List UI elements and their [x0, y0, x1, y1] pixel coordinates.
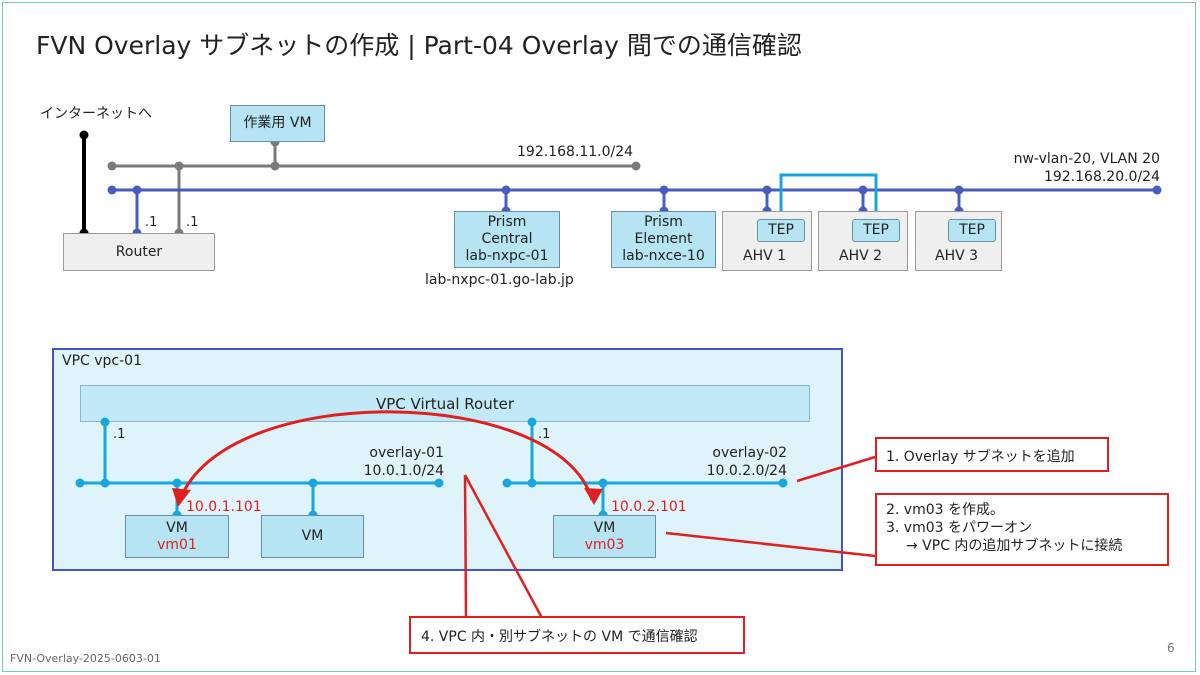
vm03-tap: [598, 478, 608, 488]
work-vm-label: 作業用 VM: [243, 115, 312, 132]
prism-element-name: lab-nxce-10: [622, 247, 705, 264]
vlan20-end-right: [1152, 185, 1162, 195]
ahv2-label: AHV 2: [839, 248, 883, 264]
router-label: Router: [115, 243, 163, 260]
ahv1-label: AHV 1: [743, 248, 787, 264]
tep-tunnel-line: [779, 173, 878, 218]
prism-central-line2: Central: [481, 231, 533, 248]
mgmt-subnet-label: 192.168.11.0/24: [517, 144, 634, 160]
prism-element-line1: Prism: [644, 214, 683, 231]
mgmt-subnet-end-left: [107, 161, 117, 171]
tep3-badge: TEP: [948, 219, 996, 242]
callout2-leader: [665, 531, 876, 558]
ahv2-tap: [858, 185, 868, 195]
vm01-box: VM vm01: [125, 515, 229, 558]
overlay2-end-right: [778, 478, 788, 488]
vm02-box: VM: [261, 515, 364, 558]
overlay2-end-left: [502, 478, 512, 488]
footer-page-number: 6: [1167, 641, 1175, 655]
vpc-label: VPC vpc-01: [62, 353, 142, 369]
vlan20-end-left: [107, 185, 117, 195]
overlay2-gw-ip: .1: [538, 427, 551, 442]
vpc-router-overlay2-port: [527, 417, 537, 427]
vm02-tap: [308, 478, 318, 488]
overlay1-end-right: [434, 478, 444, 488]
vm03-ip: 10.0.2.101: [611, 499, 687, 515]
vm01-tap: [172, 478, 182, 488]
tep1-badge: TEP: [757, 219, 805, 242]
pe-tap: [659, 185, 669, 195]
callout-step2-3: 2. vm03 を作成。 3. vm03 をパワーオン → VPC 内の追加サブ…: [875, 493, 1169, 566]
vm02-label: VM: [301, 528, 324, 545]
internet-uplink-dot-top: [79, 130, 89, 140]
vlan-subnet-label: 192.168.20.0/24: [1043, 169, 1160, 185]
footer-doc-id: FVN-Overlay-2025-0603-01: [10, 652, 161, 665]
vm01-label: VM: [166, 519, 188, 536]
router-mgmt-tap: [174, 161, 184, 171]
overlay1-end-left: [75, 478, 85, 488]
router-vlan-ip: .1: [145, 215, 158, 230]
overlay1-gw-ip: .1: [113, 427, 126, 442]
communication-arc: [178, 410, 594, 501]
prism-element-line2: Element: [634, 231, 693, 248]
callout-step3-sub-text: → VPC 内の追加サブネットに接続: [906, 538, 1123, 555]
prism-central-line1: Prism: [487, 214, 527, 231]
vm01-ip: 10.0.1.101: [186, 499, 262, 515]
overlay1-name: overlay-01: [369, 445, 444, 461]
ahv3-label: AHV 3: [935, 248, 979, 264]
vm01-name: vm01: [157, 536, 197, 553]
work-vm-box: 作業用 VM: [230, 105, 325, 142]
vm03-label: VM: [593, 519, 616, 536]
slide-title: FVN Overlay サブネットの作成 | Part-04 Overlay 間…: [36, 31, 802, 60]
pc-tap: [501, 185, 511, 195]
callout-step4: 4. VPC 内・別サブネットの VM で通信確認: [409, 616, 745, 654]
arc-arrowhead-vm01: [172, 488, 191, 507]
tep2-badge: TEP: [852, 219, 900, 242]
callout-step1-text: 1. Overlay サブネットを追加: [886, 449, 1075, 465]
prism-central-box: Prism Central lab-nxpc-01: [454, 211, 560, 268]
vpc-router-overlay1-port: [100, 417, 110, 427]
tep3-label: TEP: [959, 222, 985, 239]
vm03-name: vm03: [584, 536, 625, 553]
tep1-label: TEP: [768, 222, 794, 239]
callout4-leader-right: [463, 474, 544, 619]
ahv3-tap: [954, 185, 964, 195]
arc-arrowhead-vm03: [584, 488, 603, 505]
ahv1-tap: [762, 185, 772, 195]
callout-step4-text: 4. VPC 内・別サブネットの VM で通信確認: [421, 629, 698, 645]
prism-central-name: lab-nxpc-01: [465, 247, 549, 264]
overlay1-subnet: 10.0.1.0/24: [363, 463, 444, 479]
router-mgmt-ip: .1: [186, 215, 199, 230]
tep2-label: TEP: [863, 222, 889, 239]
overlay2-name: overlay-02: [712, 445, 787, 461]
mgmt-subnet-end-right: [631, 161, 641, 171]
internet-label: インターネットへ: [40, 106, 152, 122]
router-vlan-tap: [132, 185, 142, 195]
callout-step3-text: 3. vm03 をパワーオン: [886, 520, 1032, 537]
overlay2-subnet: 10.0.2.0/24: [706, 463, 787, 479]
overlay1-gw-tap: [100, 478, 110, 488]
overlay2-gw-tap: [527, 478, 537, 488]
vlan-name-label: nw-vlan-20, VLAN 20: [1013, 151, 1160, 167]
callout-step2-text: 2. vm03 を作成。: [886, 502, 1004, 518]
prism-central-fqdn: lab-nxpc-01.go-lab.jp: [425, 272, 574, 288]
prism-element-box: Prism Element lab-nxce-10: [611, 211, 716, 268]
vpc-virtual-router-label: VPC Virtual Router: [375, 394, 515, 413]
callout1-leader: [796, 455, 876, 483]
callout-step1: 1. Overlay サブネットを追加: [875, 437, 1109, 472]
vm03-box: VM vm03: [553, 515, 656, 558]
router-box: Router: [63, 233, 215, 271]
work-vm-tap: [270, 161, 280, 171]
